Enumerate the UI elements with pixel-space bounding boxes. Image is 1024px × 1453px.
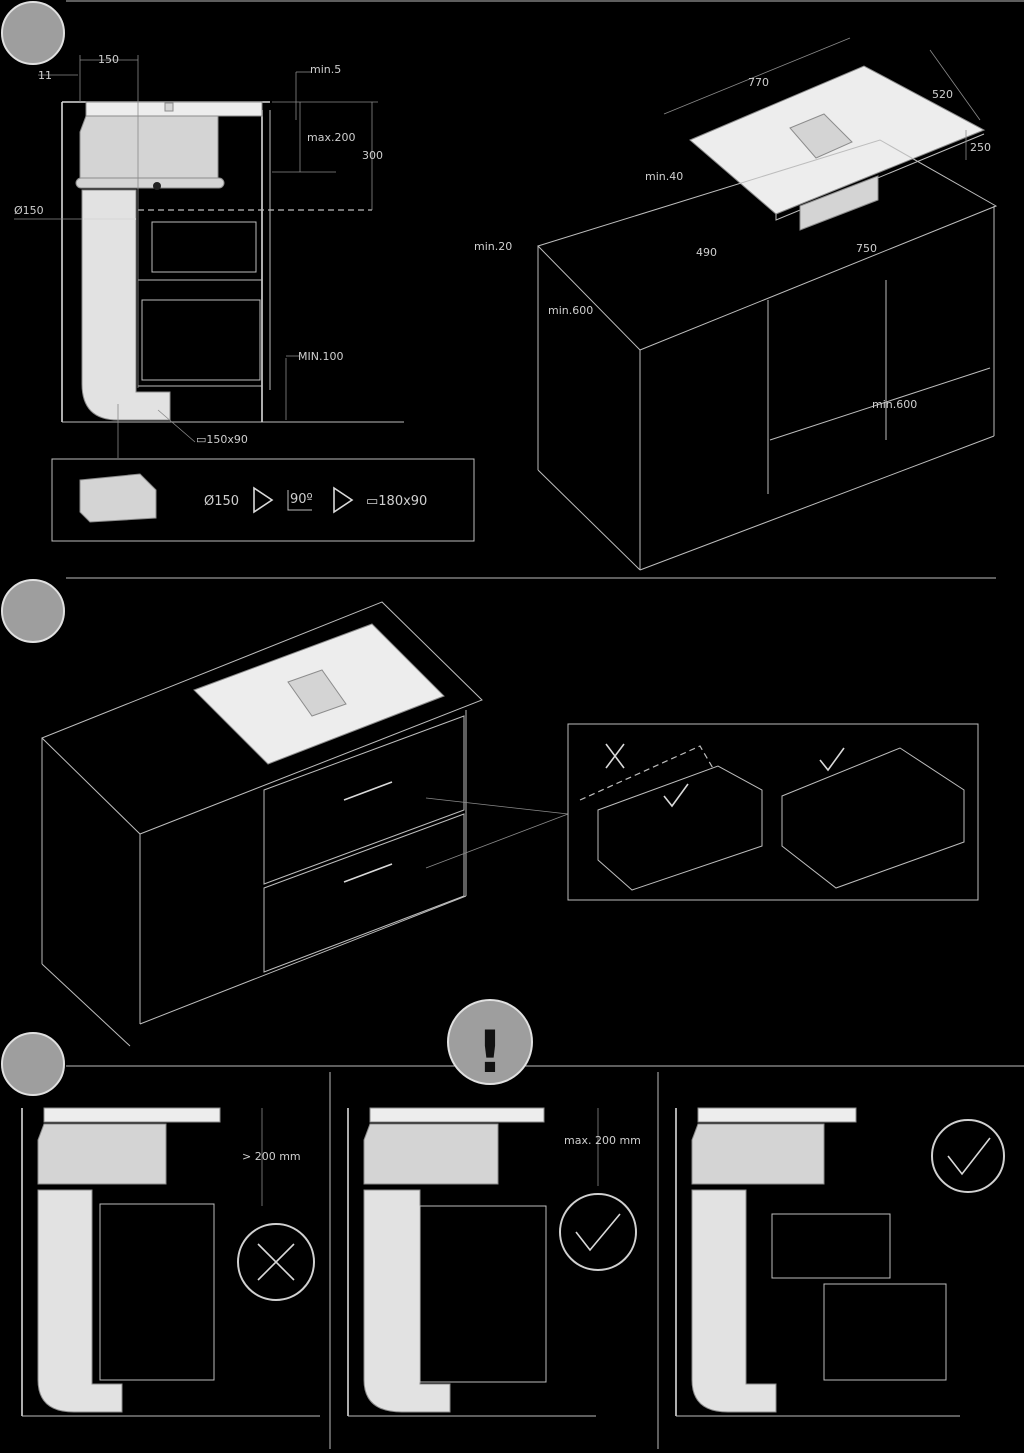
hob-clip <box>164 102 174 112</box>
unit-housing <box>799 175 879 231</box>
extraction-grill <box>789 113 853 159</box>
drawer-detail-box <box>567 723 979 901</box>
drawer-upper <box>263 715 465 885</box>
warning-symbol: ! <box>477 1018 503 1086</box>
dim-490: 490 <box>696 246 717 259</box>
conversion-angle: 90º <box>290 492 313 507</box>
dim-150-top: 150 <box>98 53 119 66</box>
wrong-icon <box>237 1223 315 1301</box>
dim-max200: max.200 <box>307 131 355 144</box>
check-mark-icon <box>663 783 689 808</box>
section-3: ! > 200 mm max. 200 mm <box>1 999 1024 1449</box>
dim-min20: min.20 <box>474 240 512 253</box>
duct-conversion-box: Ø150 90º ▭180x90 <box>51 458 475 542</box>
check-icon <box>931 1119 1005 1193</box>
drawer-wrong <box>597 765 763 891</box>
section-2 <box>1 577 996 1047</box>
dim-520: 520 <box>932 88 953 101</box>
dim-min5: min.5 <box>310 63 341 76</box>
step-2-marker <box>1 579 65 643</box>
label-max-200mm: max. 200 mm <box>564 1134 641 1147</box>
warning-icon <box>447 999 533 1085</box>
section3-middle-panel: max. 200 mm <box>347 1107 641 1417</box>
hob-plate <box>85 101 263 117</box>
worktop <box>537 139 998 351</box>
label-gt-200mm: > 200 mm <box>242 1150 301 1163</box>
drawer-correct <box>781 747 965 889</box>
check-icon <box>559 1193 637 1271</box>
dim-duct-rect: ▭150x90 <box>196 433 248 446</box>
wrong-mark-icon <box>605 743 625 769</box>
section3-left-panel: > 200 mm <box>21 1107 320 1417</box>
arrow-icon <box>253 486 274 514</box>
dim-11: 11 <box>38 69 52 82</box>
pot-lower <box>141 299 261 381</box>
pot-upper <box>151 221 257 273</box>
cabinet-top <box>41 601 483 835</box>
step-1-marker <box>1 1 65 65</box>
drawer-lower <box>263 813 465 973</box>
dim-dia150: Ø150 <box>14 204 44 217</box>
check-mark-icon <box>819 747 845 772</box>
step-3-marker <box>1 1032 65 1096</box>
conversion-round: Ø150 <box>204 494 239 509</box>
dim-300: 300 <box>362 149 383 162</box>
section3-right-panel <box>675 1107 1005 1417</box>
dim-min600-a: min.600 <box>548 304 593 317</box>
extraction-grill <box>287 669 347 717</box>
dim-750: 750 <box>856 242 877 255</box>
isometric-cabinet-view: 770 520 250 min.40 490 750 min.20 min.60… <box>474 37 998 571</box>
vertical-duct <box>81 189 171 421</box>
unit-base <box>75 177 225 189</box>
dim-min600-b: min.600 <box>872 398 917 411</box>
drawer-handle <box>343 863 393 883</box>
extractor-unit <box>79 115 219 179</box>
side-section-view: 150 11 min.5 max.200 300 Ø150 MIN.100 ▭1… <box>14 53 404 458</box>
dim-min40: min.40 <box>645 170 683 183</box>
dim-250: 250 <box>970 141 991 154</box>
drawer-handle <box>343 781 393 801</box>
dim-min100: MIN.100 <box>298 350 343 363</box>
dim-770: 770 <box>748 76 769 89</box>
conversion-rect: ▭180x90 <box>366 494 427 509</box>
duct-adapter-icon <box>79 473 157 523</box>
section-1: 150 11 min.5 max.200 300 Ø150 MIN.100 ▭1… <box>1 0 1024 571</box>
arrow-icon <box>333 486 354 514</box>
